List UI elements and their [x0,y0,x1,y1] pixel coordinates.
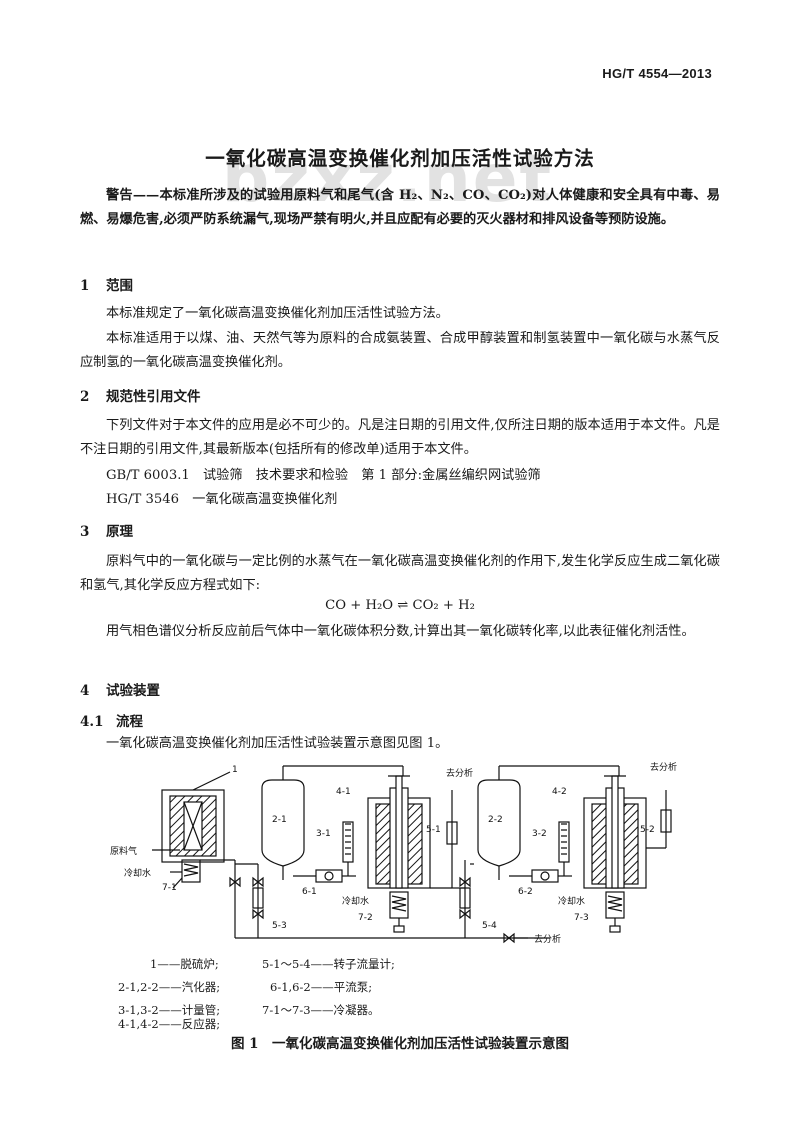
label-3-2: 3-2 [532,829,547,839]
subsection-title: 流程 [116,714,143,730]
legend-row4-left: 4-1,4-2——反应器; [118,1017,221,1031]
vaporizer-2-1-shape [261,779,305,867]
section-3-paragraph-1: 原料气中的一氧化碳与一定比例的水蒸气在一氧化碳高温变换催化剂的作用下,发生化学反… [80,554,720,593]
section-title: 原理 [106,524,133,540]
label-7-3: 7-3 [574,913,589,923]
subsection-4-1-heading: 4.1 流程 [80,710,143,730]
reference-1: GB/T 6003.1 试验筛 技术要求和检验 第 1 部分:金属丝编织网试验筛 [106,468,541,483]
legend-row3-left: 3-1,3-2——计量管; [118,1003,221,1017]
legend-row1-right: 5-1～5-4——转子流量计; [262,957,395,971]
label-3-1: 3-1 [316,829,331,839]
reference-2: HG/T 3546 一氧化碳高温变换催化剂 [106,492,338,507]
legend-row2-left: 2-1,2-2——汽化器; [118,980,221,994]
label-5-2: 5-2 [640,825,655,835]
label-5-4: 5-4 [482,921,497,931]
section-number: 4 [80,683,90,699]
watermark: bzxz.net [222,140,554,217]
label-2-1: 2-1 [272,815,287,825]
vaporizer-2-2-shape [477,779,521,867]
label-5-1: 5-1 [426,825,441,835]
section-4-heading: 4 试验装置 [80,679,160,699]
label-cooling-water-2: 冷却水 [342,895,369,907]
standard-code: HG/T 4554—2013 [602,66,712,81]
label-4-2: 4-2 [552,787,567,797]
section-2-paragraph-1: 下列文件对于本文件的应用是必不可少的。凡是注日期的引用文件,仅所注日期的版本适用… [80,418,720,457]
legend-row2-right: 6-1,6-2——平流泵; [270,980,373,994]
label-to-analysis-1: 去分析 [446,767,473,779]
label-4-1: 4-1 [336,787,351,797]
section-title: 试验装置 [106,683,160,699]
legend-row1-left: 1——脱硫炉; [150,957,219,971]
label-raw-gas: 原料气 [110,845,137,857]
label-cooling-water-1: 冷却水 [124,867,151,879]
legend-row3-right: 7-1～7-3——冷凝器。 [262,1003,380,1017]
warning-paragraph: 警告——本标准所涉及的试验用原料气和尾气(含 H₂、N₂、CO、CO₂)对人体健… [80,188,720,227]
section-number: 3 [80,524,90,540]
label-7-2: 7-2 [358,913,373,923]
subsection-4-1-paragraph: 一氧化碳高温变换催化剂加压活性试验装置示意图见图 1。 [106,736,449,751]
label-7-1: 7-1 [162,883,177,893]
section-number: 2 [80,389,90,405]
section-1-paragraph-1: 本标准规定了一氧化碳高温变换催化剂加压活性试验方法。 [106,306,449,321]
section-3-heading: 3 原理 [80,520,133,540]
reaction-equation: CO + H₂O ⇌ CO₂ + H₂ [325,598,475,613]
section-1-heading: 1 范围 [80,274,133,294]
label-to-analysis-2: 去分析 [650,761,677,773]
label-cooling-water-3: 冷却水 [558,895,585,907]
section-title: 规范性引用文件 [106,389,201,405]
section-3-paragraph-2: 用气相色谱仪分析反应前后气体中一氧化碳体积分数,计算出其一氧化碳转化率,以此表征… [106,624,695,639]
section-number: 1 [80,278,90,294]
label-6-1: 6-1 [302,887,317,897]
document-title: 一氧化碳高温变换催化剂加压活性试验方法 [205,147,595,170]
section-1-paragraph-2: 本标准适用于以煤、油、天然气等为原料的合成氨装置、合成甲醇装置和制氢装置中一氧化… [80,331,720,370]
figure-caption: 图 1 一氧化碳高温变换催化剂加压活性试验装置示意图 [230,1036,570,1052]
label-2-2: 2-2 [488,815,503,825]
section-title: 范围 [106,278,133,294]
subsection-number: 4.1 [80,714,104,730]
label-1: 1 [232,765,238,775]
section-2-heading: 2 规范性引用文件 [80,385,201,405]
label-5-3: 5-3 [272,921,287,931]
apparatus-diagram: 1 原料气 冷却水 7-1 2-1 3-1 4-1 5-1 6-1 冷却水 7-… [110,761,677,945]
label-to-analysis-3: 去分析 [534,933,561,945]
label-6-2: 6-2 [518,887,533,897]
